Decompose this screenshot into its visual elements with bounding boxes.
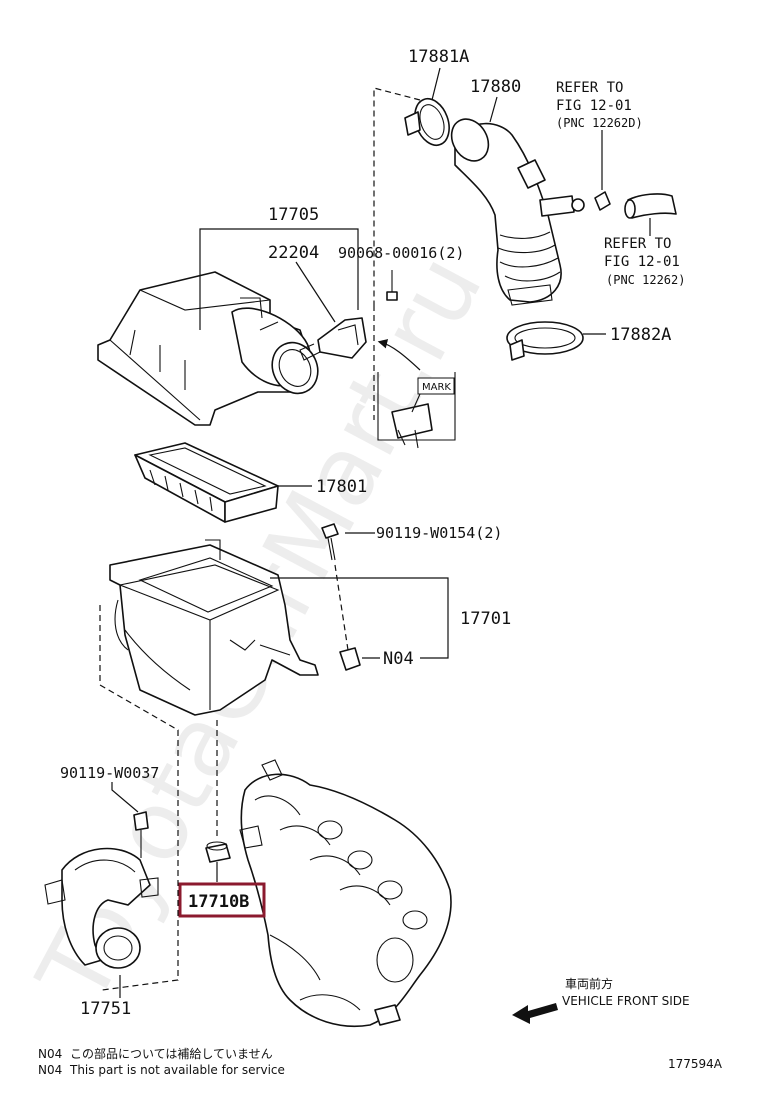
label-90119-W0037: 90119-W0037 <box>60 764 159 782</box>
footnote-1-code: N04 <box>38 1047 62 1061</box>
refer1-pnc: (PNC 12262D) <box>556 116 643 130</box>
inlet-duct-17751 <box>44 847 159 969</box>
label-17705: 17705 <box>268 205 319 225</box>
sensor-22204 <box>299 317 367 361</box>
air-cleaner-case-17701 <box>109 539 319 716</box>
grommet-N04 <box>339 647 361 671</box>
label-90119-W0154: 90119-W0154(2) <box>376 524 502 542</box>
bolt-90119-W0037 <box>133 811 149 858</box>
label-90068: 90068-00016(2) <box>338 244 464 262</box>
vehicle-front-arrow <box>512 1003 558 1024</box>
mark-detail-box <box>377 372 456 449</box>
clip-part <box>594 191 611 211</box>
grommet-17710B <box>205 841 231 863</box>
label-22204: 22204 <box>268 243 319 263</box>
refer2-pnc: (PNC 12262) <box>606 273 685 287</box>
footnote-2-code: N04 <box>38 1063 62 1077</box>
label-17880: 17880 <box>470 77 521 97</box>
pipe-part <box>624 193 677 219</box>
figure-id: 177594A <box>668 1057 723 1071</box>
footnote-1-text: この部品については補給していません <box>70 1046 273 1061</box>
label-17881A: 17881A <box>408 47 469 67</box>
refer2-line1: REFER TO <box>604 236 671 252</box>
direction-jp: 車両前方 <box>565 976 613 991</box>
footnote-2-text: This part is not available for service <box>69 1063 285 1077</box>
direction-en: VEHICLE FRONT SIDE <box>562 994 690 1008</box>
highlight-box-17710B <box>178 882 266 918</box>
refer1-line2: FIG 12-01 <box>556 98 632 114</box>
air-filter-element-17801 <box>134 442 279 523</box>
label-17882A: 17882A <box>610 325 671 345</box>
refer2-line2: FIG 12-01 <box>604 254 680 270</box>
label-17710B: 17710B <box>188 892 249 912</box>
screw-90068 <box>386 270 398 301</box>
hose-clamp-17881A <box>404 97 450 147</box>
label-17701: 17701 <box>460 609 511 629</box>
air-hose-17880 <box>450 118 585 306</box>
bolt-90119-W0154 <box>321 523 339 561</box>
air-cleaner-cap-17705 <box>97 271 319 426</box>
label-mark: MARK <box>422 382 451 393</box>
label-n04: N04 <box>383 649 414 669</box>
label-17751: 17751 <box>80 999 131 1019</box>
hose-clamp-17882A <box>506 321 584 361</box>
refer1-line1: REFER TO <box>556 80 623 96</box>
label-17801: 17801 <box>316 477 367 497</box>
intake-manifold <box>239 759 452 1028</box>
